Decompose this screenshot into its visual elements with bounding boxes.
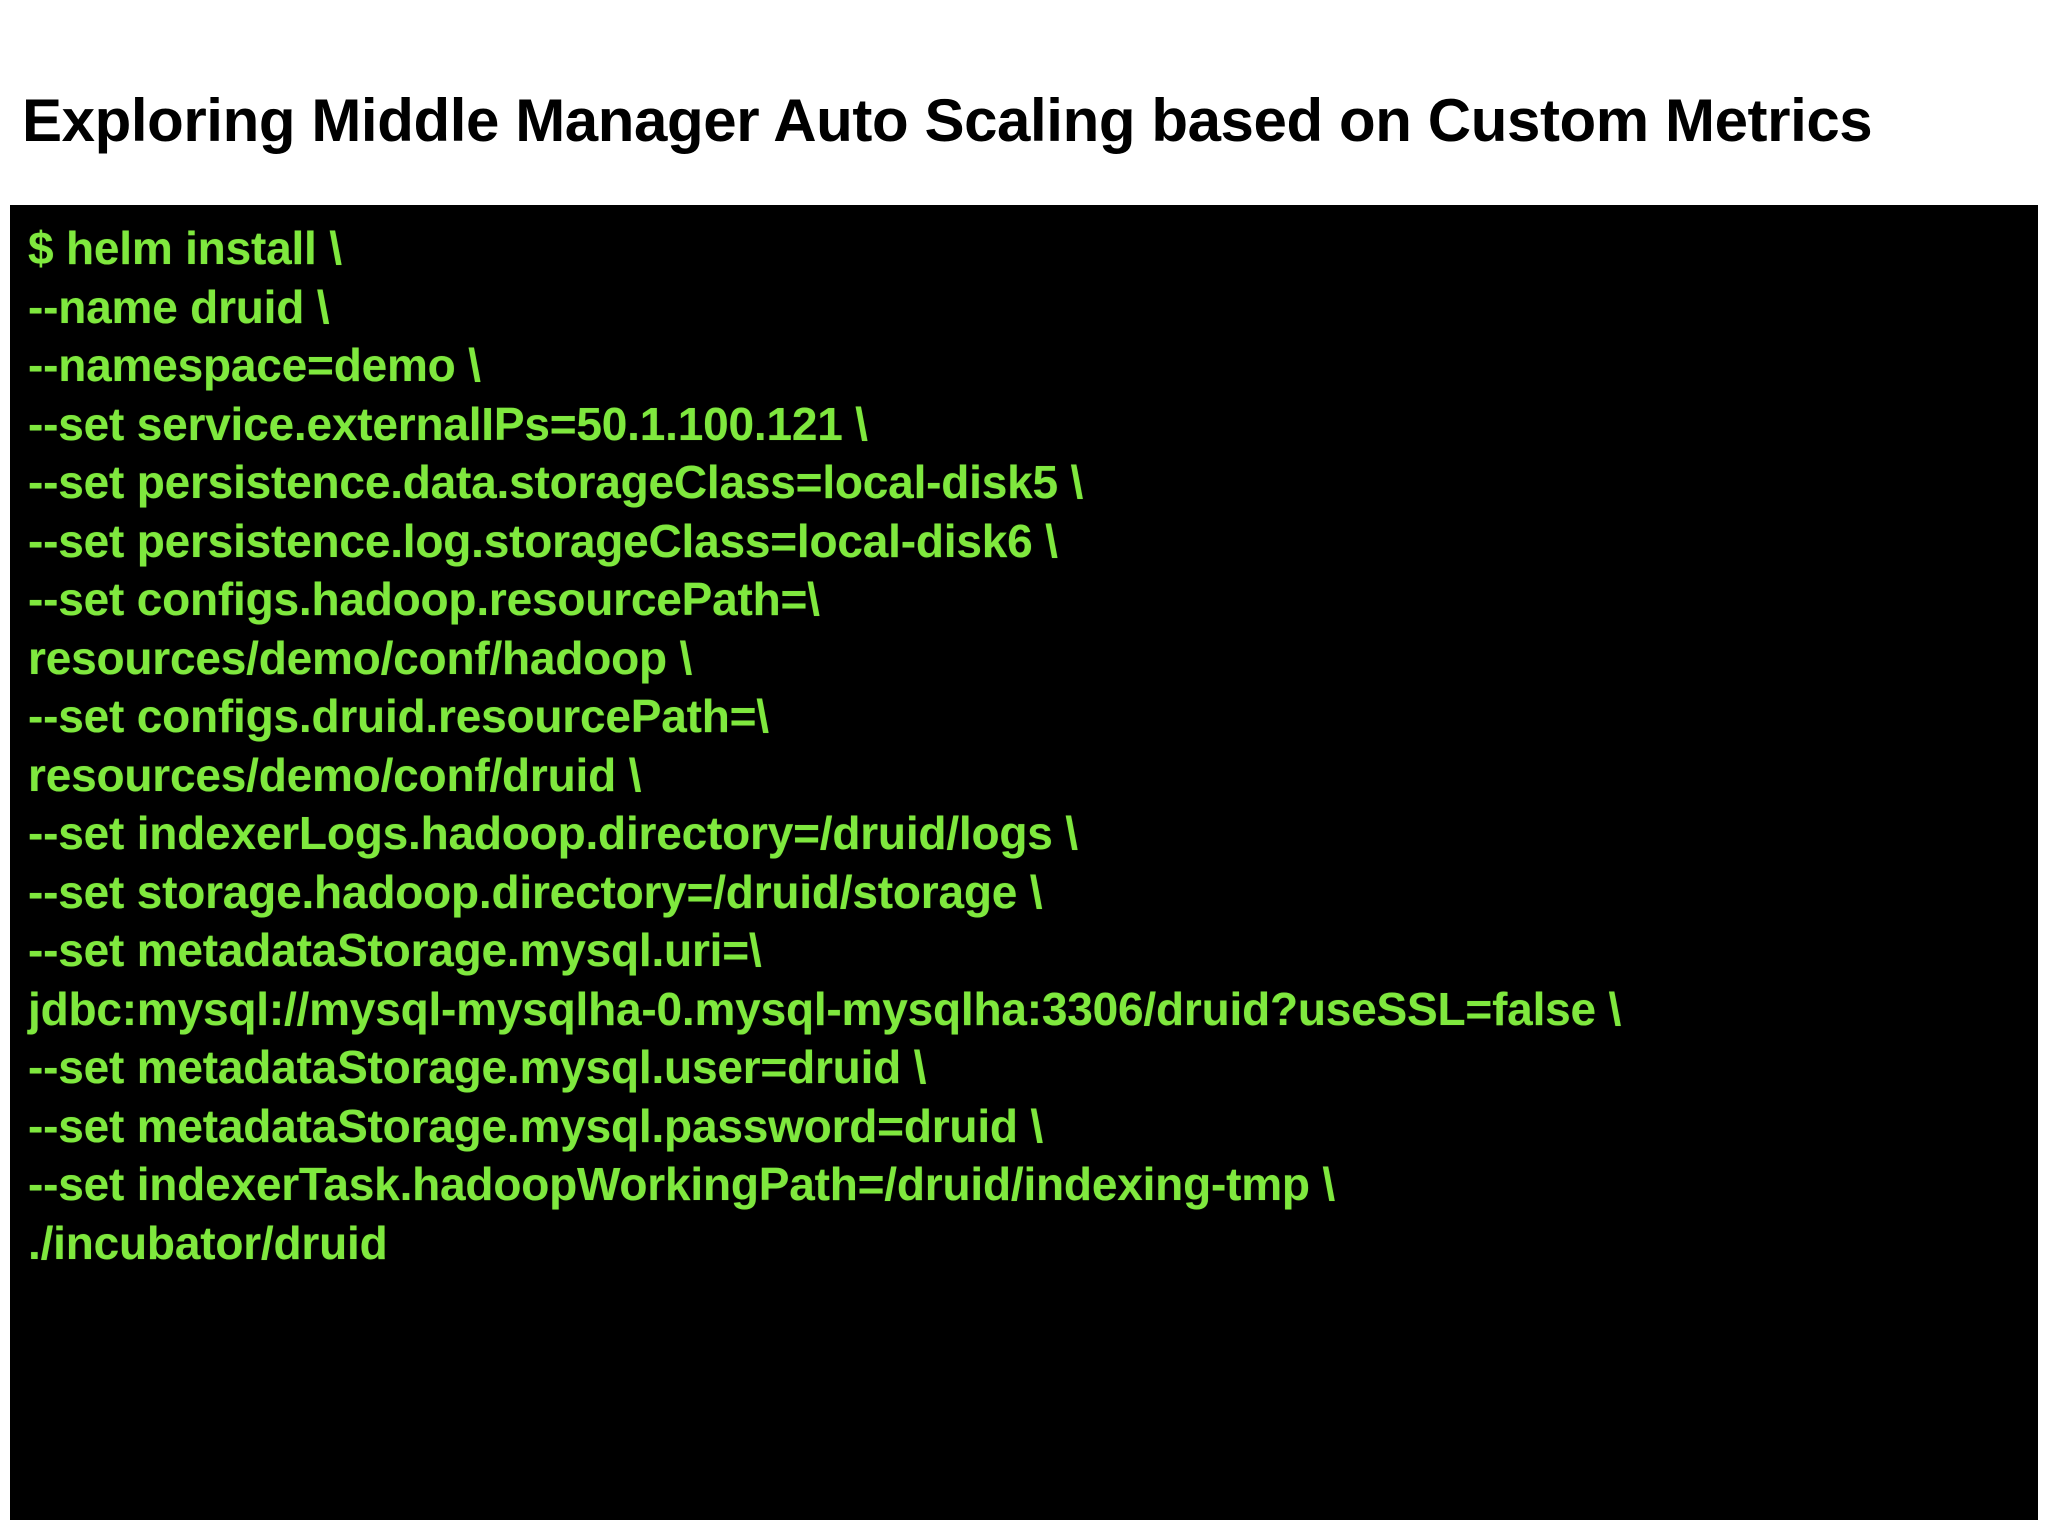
code-line: --set metadataStorage.mysql.password=dru… (28, 1099, 1043, 1152)
code-line: --name druid \ (28, 280, 330, 333)
code-line: --set indexerLogs.hadoop.directory=/drui… (28, 807, 1078, 859)
code-line: --namespace=demo \ (28, 339, 481, 391)
code-line: resources/demo/conf/druid \ (28, 748, 642, 801)
code-line: --set service.externalIPs=50.1.100.121 \ (28, 397, 868, 450)
terminal-panel: $ helm install \ --name druid \ --namesp… (10, 205, 2038, 1520)
terminal-code-block: $ helm install \ --name druid \ --namesp… (10, 219, 2038, 1272)
code-line: --set configs.druid.resourcePath=\ (28, 690, 769, 742)
code-line: --set persistence.data.storageClass=loca… (28, 456, 1084, 508)
code-line: --set metadataStorage.mysql.uri=\ (28, 924, 762, 976)
code-line: jdbc:mysql://mysql-mysqlha-0.mysql-mysql… (28, 982, 1622, 1035)
code-line: --set storage.hadoop.directory=/druid/st… (28, 865, 1043, 918)
code-line: --set configs.hadoop.resourcePath=\ (28, 573, 820, 625)
code-line: --set indexerTask.hadoopWorkingPath=/dru… (28, 1158, 1335, 1210)
code-line: $ helm install \ (28, 222, 342, 274)
code-line: --set persistence.log.storageClass=local… (28, 514, 1058, 567)
page-title: Exploring Middle Manager Auto Scaling ba… (22, 87, 1873, 155)
code-line: ./incubator/druid (28, 1216, 388, 1269)
code-line: resources/demo/conf/hadoop \ (28, 631, 693, 684)
code-line: --set metadataStorage.mysql.user=druid \ (28, 1041, 927, 1093)
